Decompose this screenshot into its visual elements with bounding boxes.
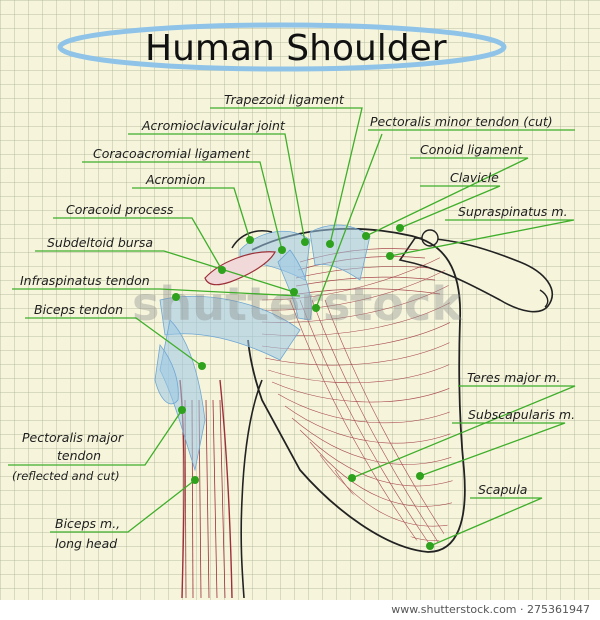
label-coracoacromial-ligament: Coracoacromial ligament [93,146,251,161]
label-dots [172,224,434,550]
label-clavicle: Clavicle [450,170,499,185]
label-pectoralis-major-line2: tendon [57,448,101,463]
title-ring [57,22,507,72]
acromion-shape [231,230,273,249]
label-coracoid-process: Coracoid process [66,202,174,217]
dot-conoid [362,232,370,240]
dot-subscapularis [416,472,424,480]
footer-credit: www.shutterstock.com · 275361947 [391,603,590,616]
dot-pectoralis-minor [312,304,320,312]
page-title: Human Shoulder [145,28,447,69]
dot-infraspinatus [172,293,180,301]
dot-trapezoid [326,240,334,248]
label-supraspinatus: Supraspinatus m. [458,204,568,219]
dot-coracoacromial [278,246,286,254]
label-acromion: Acromion [145,172,206,187]
footer-bar: www.shutterstock.com · 275361947 [0,600,600,620]
coracoid-process-shape [204,251,276,286]
label-subdeltoid-bursa: Subdeltoid bursa [47,235,153,250]
dot-biceps-tendon [198,362,206,370]
watermark: shutterstock [132,277,463,331]
label-teres-major: Teres major m. [467,370,560,385]
clavicle-bone [398,237,553,313]
shoulder-diagram: Human Shoulder [8,22,576,599]
dot-coracoid [218,266,226,274]
label-subscapularis: Subscapularis m. [468,407,575,422]
label-biceps-long-head-line2: long head [55,536,117,551]
label-pectoralis-major-line3: (reflected and cut) [12,469,120,483]
label-trapezoid-ligament: Trapezoid ligament [224,92,345,107]
label-biceps-tendon: Biceps tendon [34,302,123,317]
dot-scapula [426,542,434,550]
dot-biceps-long-head [191,476,199,484]
label-infraspinatus-tendon: Infraspinatus tendon [20,273,150,288]
dot-acromioclavicular [301,238,309,246]
dot-subdeltoid [290,288,298,296]
label-pectoralis-major-line1: Pectoralis major [22,430,124,445]
label-biceps-long-head-line1: Biceps m., [55,516,120,531]
label-scapula: Scapula [478,482,527,497]
tendons [154,224,371,472]
dot-teres-major [348,474,356,482]
scapula-lateral-border [240,379,263,599]
dot-pectoralis-major [178,406,186,414]
clavicle-end [539,289,549,308]
dot-supraspinatus [386,252,394,260]
label-pectoralis-minor-tendon: Pectoralis minor tendon (cut) [370,114,553,129]
dot-acromion [246,236,254,244]
leader-lines [8,107,576,547]
label-conoid-ligament: Conoid ligament [420,142,524,157]
label-acromioclavicular-joint: Acromioclavicular joint [141,118,286,133]
dot-clavicle [396,224,404,232]
